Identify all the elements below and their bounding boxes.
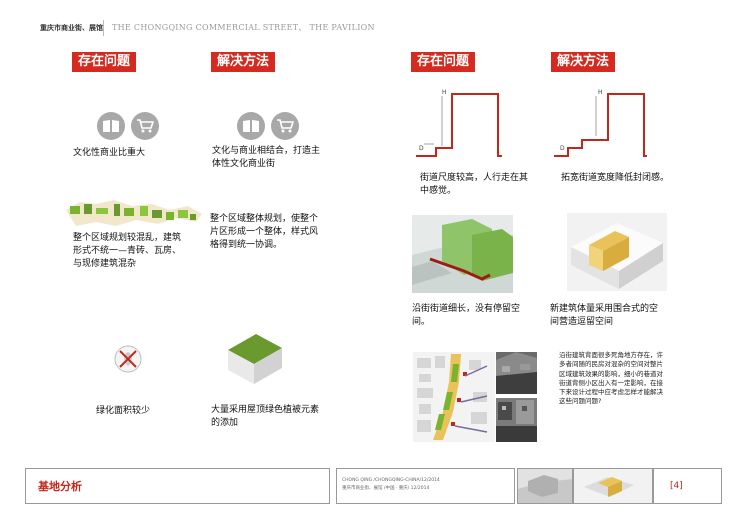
height-label-2: H [598, 89, 603, 96]
solution-tag-left: 解决方法 [211, 52, 276, 72]
distance-label-1: D [419, 145, 424, 152]
right-problem-2-text: 沿街街道细长，没有停留空间。 [412, 304, 521, 327]
left-solution-3-text: 大量采用屋顶绿色植被元素的添加 [211, 405, 320, 428]
left-problem-3-text: 绿化面积较少 [96, 406, 151, 416]
left-solution-1-text: 文化与商业相结合，打造主体性文化商业街 [212, 146, 321, 169]
no-greenery-icon [113, 344, 143, 378]
book-icon [237, 112, 265, 140]
header-english-title: THE CHONGQING COMMERCIAL STREET、 THE PAV… [112, 23, 375, 32]
footer-section-title: 基地分析 [38, 480, 82, 493]
right-analysis-note: 沿街建筑背面很多死角地方存在，许多者间随的民房对混杂的空间对整片区域建筑效果的影… [559, 351, 663, 406]
culture-commerce-icons [97, 112, 159, 140]
footer-thumb-model [573, 468, 653, 504]
right-solution-2-text: 新建筑体量采用围合式的空间营造逗留空间 [550, 304, 659, 327]
header-project-title: 重庆市商业街、展馆 [40, 24, 103, 32]
page-number: [4] [670, 481, 683, 491]
street-photo-bottom [496, 398, 537, 442]
footer-thumb-street [517, 468, 573, 504]
book-icon [97, 112, 125, 140]
culture-commerce-combined-icons [237, 112, 299, 140]
site-plan-map [413, 352, 495, 442]
shopping-cart-icon [131, 112, 159, 140]
distance-label-2: D [560, 145, 565, 152]
height-label-1: H [442, 89, 447, 96]
right-solution-1-text: 拓宽街道宽度降低封闭感。 [561, 173, 670, 183]
solution-tag-right: 解决方法 [551, 52, 616, 72]
street-section-narrow-diagram [412, 86, 502, 162]
footer-info-line-2: 重庆市商业街、展馆 /中国 · 重庆/ 12/2014 [342, 486, 430, 491]
street-section-widened-diagram [552, 86, 647, 162]
left-problem-2-text: 整个区域规划较混乱，建筑形式不统一—青砖、瓦房、与现修建筑混杂 [73, 233, 182, 269]
problem-tag-left: 存在问题 [72, 52, 137, 72]
footer-title-box: 基地分析 [25, 468, 330, 504]
block-plan-image [66, 196, 202, 234]
right-problem-1-text: 街道尺度较高，人行走在其中感觉。 [420, 173, 529, 196]
left-solution-2-text: 整个区域整体规划，使整个片区形成一个整体，样式风格得到统一协调。 [210, 214, 319, 250]
enclosed-building-render [567, 213, 667, 291]
footer-info-box: CHONG QING /CHONGQING-CHINA/12/2014 重庆市商… [336, 468, 515, 504]
shopping-cart-icon [271, 112, 299, 140]
header-divider [103, 20, 104, 36]
footer-page-box: [4] [653, 468, 722, 504]
left-problem-1-text: 文化性商业比重大 [73, 148, 146, 158]
green-roof-block [220, 328, 286, 392]
problem-tag-right: 存在问题 [411, 52, 476, 72]
street-photo-top [496, 352, 537, 394]
footer-info-line-1: CHONG QING /CHONGQING-CHINA/12/2014 [342, 478, 440, 483]
street-3d-render [412, 215, 513, 293]
